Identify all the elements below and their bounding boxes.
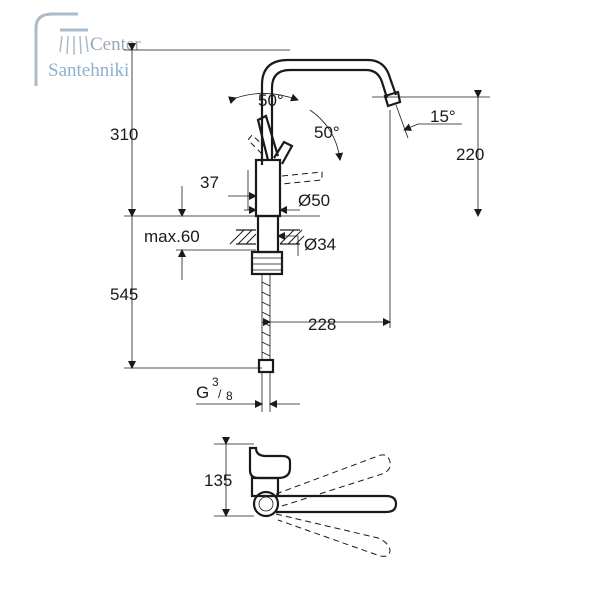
shower-head-icon [34, 12, 89, 86]
dim-angle-spout: 15° [430, 107, 456, 126]
faucet-body [254, 158, 282, 218]
dimension-lines [124, 43, 490, 408]
spout-side [276, 494, 398, 514]
spout-inner [270, 68, 389, 160]
dim-thread-num: 3 [212, 375, 219, 389]
logo-line2: Santehniki [48, 60, 129, 81]
mounting-nut [250, 250, 284, 276]
spout-base [252, 490, 280, 518]
dimension-labels: 310 50° 50° 15° 220 37 Ø50 max.60 Ø34 54… [110, 91, 484, 490]
dim-dia34: Ø34 [304, 235, 336, 254]
logo-line1: Center [90, 34, 141, 55]
dim-310: 310 [110, 125, 138, 144]
lever-side [248, 446, 292, 480]
spout [260, 58, 398, 165]
dim-37: 37 [200, 173, 219, 192]
dim-thread-den: 8 [226, 389, 233, 403]
dim-545: 545 [110, 285, 138, 304]
dim-angle-lever2: 50° [314, 123, 340, 142]
supply-hose [261, 274, 271, 360]
dim-angle-lever: 50° [258, 91, 284, 110]
faucet-side-view [214, 437, 398, 557]
countertop-hatch [229, 229, 305, 245]
lever [256, 114, 280, 161]
dim-228: 228 [308, 315, 336, 334]
dim-dia50: Ø50 [298, 191, 330, 210]
dim-135: 135 [204, 471, 232, 490]
fraction-slash: / [218, 387, 222, 401]
dim-220: 220 [456, 145, 484, 164]
dim-max60: max.60 [144, 227, 200, 246]
dim-thread: G [196, 383, 209, 402]
